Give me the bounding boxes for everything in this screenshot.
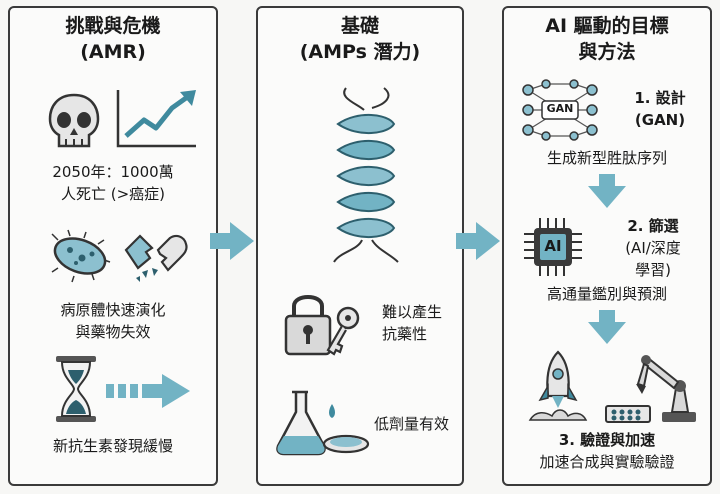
challenge-title-line2: (AMR) [80, 41, 146, 63]
ai-chip-label: AI [544, 237, 562, 255]
rocket-icon [528, 350, 588, 421]
ai-title-line2: 與方法 [578, 41, 636, 63]
step1-title-line1: 1. 設計 [634, 89, 686, 107]
padlock-key-icon [284, 295, 360, 356]
rising-chart-icon [116, 90, 196, 148]
flow-arrow-1 [210, 222, 254, 260]
step1-description: 生成新型胜肽序列 [546, 149, 667, 167]
neural-network-icon [522, 79, 598, 141]
gan-badge-label: GAN [546, 102, 574, 115]
death-stat-line2: 人死亡 (>癌症) [60, 185, 166, 203]
robot-arm-icon [605, 355, 696, 423]
skull-icon [48, 93, 100, 148]
broken-pill-icon [124, 234, 188, 282]
foundation-title-line1: 基礎 [340, 15, 379, 37]
ai-method-panel: AI 驅動的目標 與方法 GAN 1. 設計 (GAN) 生成新型胜肽序列 [502, 6, 712, 486]
step3-description: 加速合成與實驗驗證 [539, 453, 675, 471]
foundation-panel: 基礎 (AMPs 潛力) 難以產生 抗藥性 低劑量有效 [256, 6, 464, 486]
evolve-line1: 病原體快速演化 [60, 301, 166, 319]
step-down-arrow-1 [588, 174, 626, 208]
step2-title-line1: 2. 篩選 [627, 217, 679, 235]
peptide-helix-icon [333, 87, 399, 263]
ai-title-line1: AI 驅動的目標 [545, 15, 669, 37]
slow-progress-arrow-icon [106, 374, 190, 408]
ai-chip-icon [524, 218, 582, 276]
challenge-panel: 挑戰與危機 (AMR) 2050年：1000萬 人死亡 (>癌症) [8, 6, 218, 486]
step-down-arrow-2 [588, 310, 626, 344]
evolve-line2: 與藥物失效 [75, 323, 151, 341]
flask-dish-icon [276, 390, 370, 456]
step1-title-line2: (GAN) [634, 111, 686, 129]
step3-title: 3. 驗證與加速 [558, 431, 656, 449]
low-dose-text: 低劑量有效 [374, 415, 450, 433]
resistance-line1: 難以產生 [382, 303, 443, 321]
step2-description: 高通量鑑別與預測 [546, 285, 667, 303]
resistance-line2: 抗藥性 [382, 325, 428, 343]
slow-discovery-text: 新抗生素發現緩慢 [52, 437, 173, 455]
hourglass-icon [56, 356, 96, 422]
flow-arrow-2 [456, 222, 500, 260]
foundation-title-line2: (AMPs 潛力) [299, 41, 421, 63]
bacteria-icon [51, 229, 111, 283]
step2-title-line3: 學習) [635, 261, 671, 279]
death-stat-line1: 2050年：1000萬 [52, 163, 174, 181]
challenge-title-line1: 挑戰與危機 [65, 15, 161, 37]
step2-title-line2: (AI/深度 [625, 239, 681, 257]
